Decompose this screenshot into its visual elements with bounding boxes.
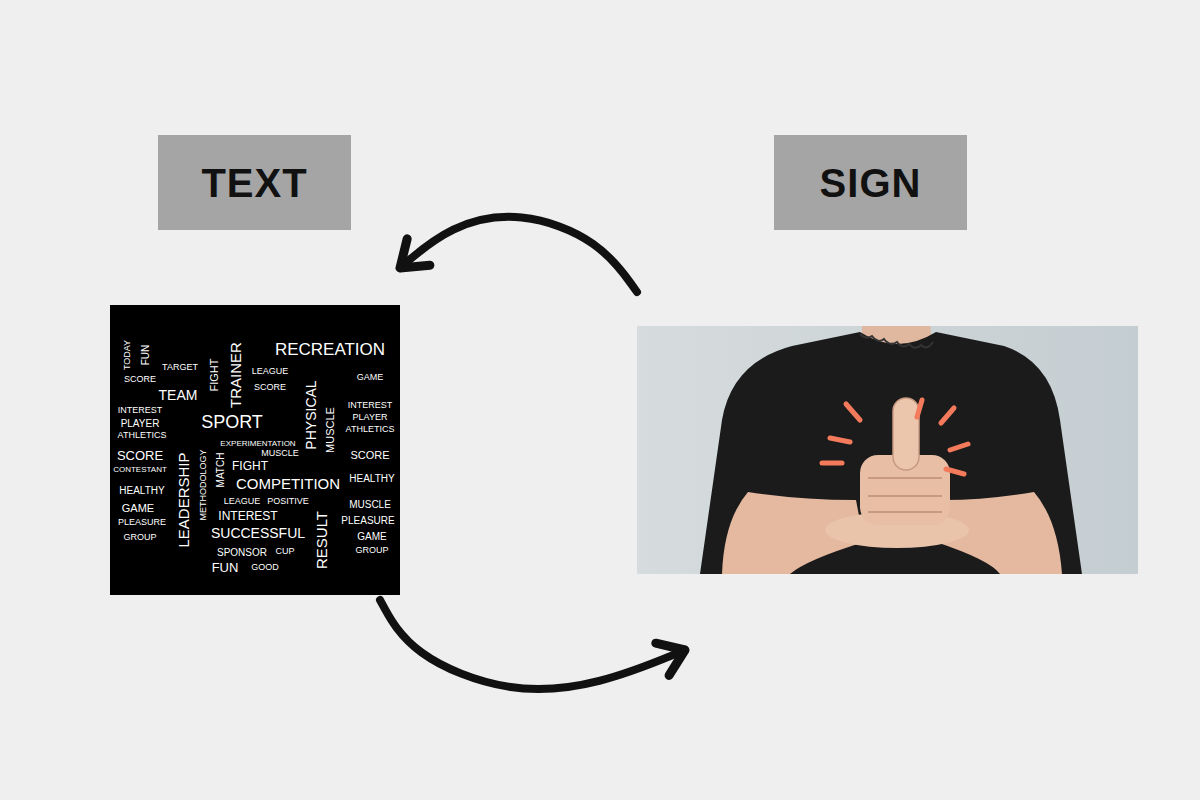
cloud-word: EXPERIMENTATION <box>220 440 295 449</box>
cloud-word: INTEREST <box>348 401 393 411</box>
cloud-word: LEADERSHIP <box>176 452 193 547</box>
arrow-head <box>400 239 430 268</box>
word-cloud-ground <box>110 305 400 595</box>
curved-arrow <box>400 217 637 292</box>
cloud-word: MUSCLE <box>349 499 391 510</box>
cloud-word: GOOD <box>251 563 279 573</box>
cloud-word: MUSCLE <box>324 407 336 453</box>
shirt-ruffle <box>860 334 933 348</box>
cloud-word: MUSCLE <box>261 449 299 459</box>
cloud-word: FIGHT <box>208 359 220 392</box>
cloud-word: COMPETITION <box>236 476 340 493</box>
cloud-word: RESULT <box>314 511 331 569</box>
cloud-word: INTEREST <box>118 406 163 416</box>
cloud-word: POSITIVE <box>267 497 309 507</box>
cloud-word: PLAYER <box>121 418 160 429</box>
cloud-word: FUN <box>212 561 239 575</box>
cloud-word: TRAINER <box>228 342 245 408</box>
label-text: SIGN <box>820 161 922 205</box>
cloud-word: ATHLETICS <box>346 425 395 435</box>
cloud-word: GROUP <box>355 546 388 556</box>
cloud-word: GROUP <box>123 533 156 543</box>
black-shirt <box>700 332 1082 574</box>
label-box: SIGN <box>774 135 967 230</box>
cloud-word: SUCCESSFUL <box>211 526 305 541</box>
cloud-word: GAME <box>357 531 386 542</box>
cloud-word: ATHLETICS <box>118 431 167 441</box>
cloud-word: PLAYER <box>353 413 388 423</box>
cloud-word: HEALTHY <box>349 473 394 484</box>
arrow-head <box>656 643 685 675</box>
cloud-word: SCORE <box>124 375 156 385</box>
signing-photo <box>637 326 1138 574</box>
cloud-word: SCORE <box>350 449 389 461</box>
cloud-word: CUP <box>275 547 294 557</box>
cloud-word: MATCH <box>215 453 226 488</box>
cloud-word: TODAY <box>123 340 133 370</box>
cloud-word: GAME <box>357 373 384 383</box>
cloud-word: HEALTHY <box>119 485 164 496</box>
cloud-word: PLEASURE <box>341 515 394 526</box>
label-text: TEXT <box>201 161 307 205</box>
arrow-curve <box>400 217 637 292</box>
label-box: TEXT <box>158 135 351 230</box>
cloud-word: PHYSICAL <box>304 380 319 449</box>
cloud-word: SCORE <box>254 383 286 393</box>
cloud-word: RECREATION <box>275 341 385 360</box>
cloud-word: SCORE <box>117 449 163 463</box>
cloud-word: SPONSOR <box>217 547 267 558</box>
motion-strokes <box>822 400 968 474</box>
cloud-word: LEAGUE <box>224 497 261 507</box>
cloud-word: GAME <box>122 502 154 514</box>
cloud-word: CONTESTANT <box>113 466 167 475</box>
cloud-word: FIGHT <box>232 460 268 473</box>
finger-lines <box>868 478 942 512</box>
cloud-word: LEAGUE <box>252 367 289 377</box>
thumb <box>893 398 919 470</box>
cloud-word: TARGET <box>162 363 198 373</box>
curved-arrow <box>380 600 685 689</box>
cloud-word: PLEASURE <box>118 518 166 528</box>
cloud-word: SPORT <box>201 413 263 433</box>
photo-background <box>637 326 1138 574</box>
cloud-word: FUN <box>140 345 151 366</box>
arrow-curve <box>380 600 685 689</box>
cloud-word: TEAM <box>159 388 198 403</box>
picture-group: SIGN <box>637 135 1139 650</box>
cloud-word: METHODOLOGY <box>199 449 209 520</box>
cloud-word: INTEREST <box>218 510 277 523</box>
